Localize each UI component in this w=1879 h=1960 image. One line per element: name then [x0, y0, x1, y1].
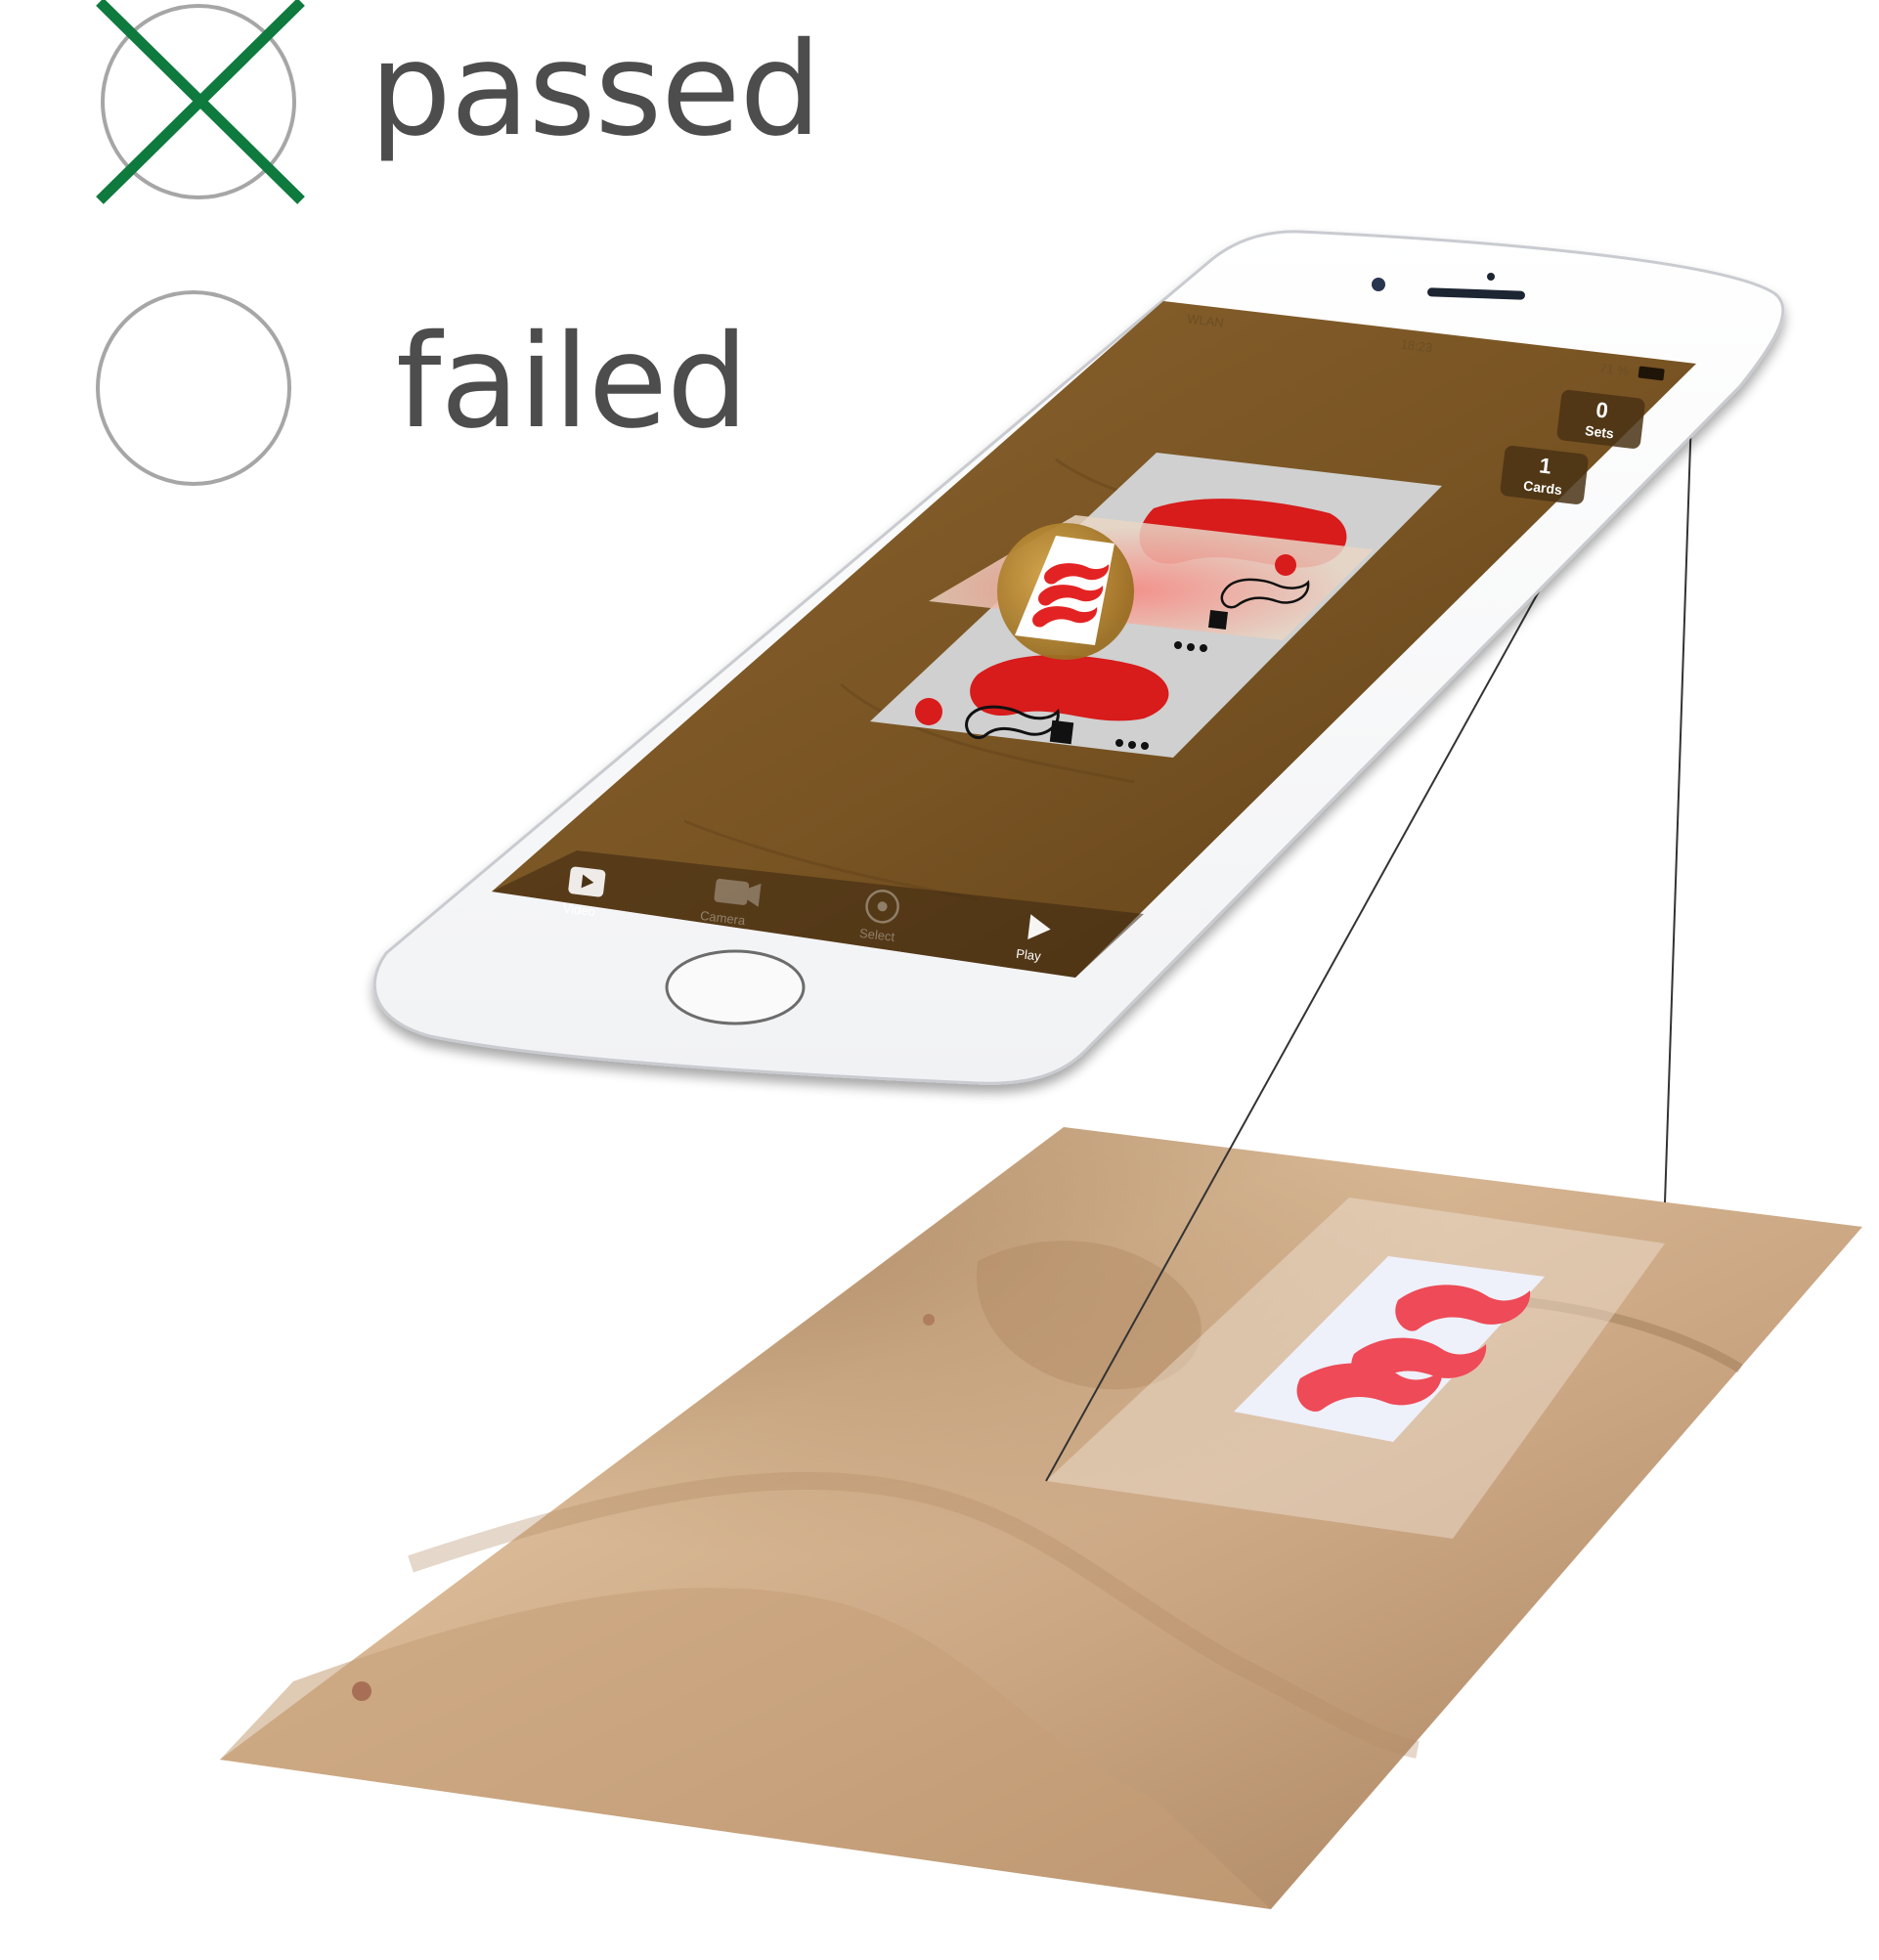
cards-label: Cards — [1522, 478, 1563, 499]
status-carrier: WLAN — [1187, 311, 1225, 329]
camera-icon-lens — [747, 883, 762, 907]
sensor-dot — [1487, 273, 1495, 281]
sets-counter: 0 Sets — [1556, 389, 1645, 449]
physical-card — [1234, 1256, 1545, 1442]
empty-circle-icon — [96, 290, 291, 486]
toolbar-select-label: Select — [858, 926, 896, 944]
squiggle-outline-bottom — [965, 705, 1060, 740]
toolbar-play[interactable]: Play — [1016, 913, 1053, 964]
select-icon-dot — [877, 901, 888, 912]
legend-circle — [101, 4, 296, 199]
legend-label-failed: failed — [396, 307, 749, 457]
black-square-bottom — [1049, 719, 1074, 745]
black-square-top — [1207, 609, 1229, 631]
three-dots-bottom — [1115, 739, 1149, 750]
cards-value: 1 — [1538, 453, 1552, 478]
toolbar-select[interactable]: Select — [858, 889, 900, 944]
projection-lines — [1045, 414, 1692, 1482]
camera-icon — [714, 878, 750, 905]
status-bar: WLAN 18:23 71 % — [1187, 311, 1665, 381]
physical-card-wave-shapes — [1296, 1285, 1531, 1412]
legend-circle — [96, 290, 291, 486]
cards-counter: 1 Cards — [1500, 445, 1589, 504]
home-button[interactable] — [665, 949, 806, 1025]
legend-label-passed: passed — [370, 15, 821, 165]
sets-value: 0 — [1595, 397, 1609, 422]
three-dots-top — [1174, 641, 1207, 652]
battery-icon — [1638, 366, 1665, 381]
sets-label: Sets — [1584, 422, 1614, 441]
earpiece — [1427, 287, 1525, 300]
status-battery: 71 % — [1599, 361, 1631, 378]
legend-passed: passed — [0, 0, 880, 215]
play-icon — [1027, 914, 1051, 940]
toolbar-play-label: Play — [1016, 946, 1042, 964]
status-time: 18:23 — [1400, 336, 1433, 355]
toolbar-camera-label: Camera — [699, 908, 746, 928]
ar-card-overlay — [929, 515, 1374, 660]
squiggle-outline-top — [1220, 578, 1310, 609]
detected-card-waves — [1032, 563, 1110, 628]
red-dot-top — [1275, 554, 1296, 576]
toolbar-camera[interactable]: Camera — [699, 877, 762, 930]
front-camera — [1372, 278, 1385, 291]
toolbar: Video Camera Select Play — [492, 850, 1144, 978]
red-dot-bottom — [915, 698, 942, 725]
toolbar-video-label: Video — [562, 900, 596, 919]
select-icon — [865, 890, 899, 924]
legend-failed: failed — [0, 279, 880, 503]
x-stroke-b — [96, 0, 305, 204]
video-play-glyph — [581, 874, 594, 889]
x-mark-over-circle-icon — [96, 0, 305, 204]
toolbar-video[interactable]: Video — [562, 866, 606, 920]
